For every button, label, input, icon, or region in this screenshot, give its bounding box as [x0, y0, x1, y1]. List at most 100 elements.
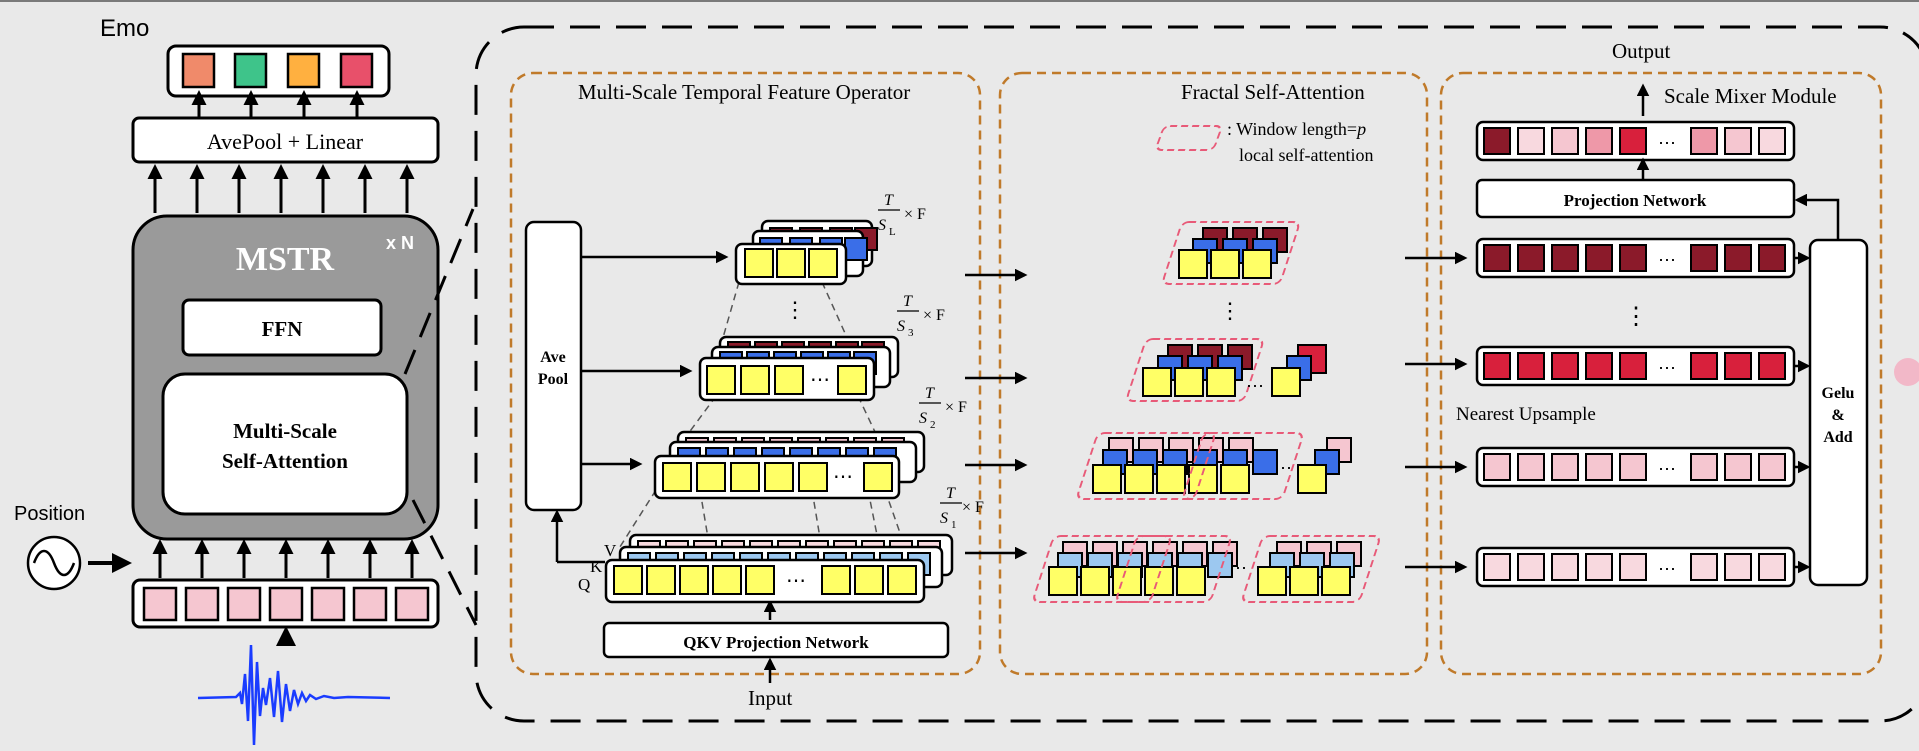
token-yellow [646, 565, 676, 595]
emo-class-1 [181, 52, 216, 89]
nearest-upsample-label: Nearest Upsample [1456, 404, 1596, 425]
mstfo-panel [509, 71, 982, 676]
token [1690, 553, 1718, 581]
token-blue [1252, 449, 1278, 475]
svg-text:S: S [897, 318, 905, 335]
token-yellow [821, 565, 851, 595]
token-yellow [774, 365, 804, 395]
input-token [394, 586, 430, 622]
svg-text:T: T [903, 293, 913, 310]
token [1724, 244, 1752, 272]
token [1483, 127, 1511, 155]
ellipsis-dots: ⋯ [1229, 558, 1247, 578]
token [1724, 453, 1752, 481]
svg-text:S: S [878, 217, 886, 234]
svg-text:1: 1 [951, 519, 957, 531]
smm-panel [1439, 71, 1883, 676]
token-yellow [837, 365, 867, 395]
input-to-mstr-arrows [152, 539, 420, 578]
token [1619, 127, 1647, 155]
token-yellow [1080, 566, 1110, 596]
token [1690, 352, 1718, 380]
window-legend-line2: local self-attention [1239, 145, 1373, 165]
ellipsis-dots: ⋯ [1246, 376, 1264, 396]
token-yellow [1156, 464, 1186, 494]
scale-label-2: T S 2 × F [919, 385, 967, 431]
token [1483, 244, 1511, 272]
projection-network-box [1475, 178, 1796, 219]
ffn-label: FFN [262, 317, 303, 341]
token [1585, 453, 1613, 481]
ave-pool-label-line2: Pool [538, 371, 569, 388]
token-yellow [1112, 566, 1142, 596]
token-yellow [1297, 464, 1327, 494]
audio-waveform-icon [197, 644, 391, 746]
fsa-panel [998, 71, 1429, 676]
token-yellow [1271, 367, 1301, 397]
ellipsis-dots: ⋯ [1274, 458, 1292, 478]
token [1517, 453, 1545, 481]
smm-token-rows: ⋯⋯⋯⋯⋯ [1475, 120, 1796, 588]
svg-text:T: T [884, 192, 894, 209]
token [1690, 244, 1718, 272]
mstr-title: MSTR [236, 241, 335, 278]
token-blue [844, 237, 868, 261]
ellipsis-dots: ⋯ [1658, 559, 1676, 579]
scale-label-3: T S 3 × F [897, 293, 945, 339]
token [1619, 244, 1647, 272]
k-label: K [590, 557, 603, 576]
msa-label-line1: Multi-Scale [233, 419, 337, 443]
svg-text:T: T [925, 385, 935, 402]
emo-output-box [166, 44, 391, 98]
ellipsis-dots: ⋯ [1658, 250, 1676, 270]
token [1724, 553, 1752, 581]
fsa-to-smm-arrows [1405, 251, 1468, 574]
rows-to-gelu-arrows [1794, 251, 1811, 574]
mstfo-to-fsa-arrows [965, 268, 1028, 560]
svg-text:× F: × F [923, 307, 945, 324]
token-yellow [1210, 249, 1240, 279]
emo-class-3 [286, 52, 321, 89]
ave-pool-box [524, 220, 583, 512]
mstfo-vdots: ⋮ [784, 297, 806, 322]
fsa-vdots: ⋮ [1219, 298, 1241, 323]
token-yellow [764, 462, 794, 492]
token-yellow [1206, 367, 1236, 397]
token-yellow [863, 462, 893, 492]
sine-wave-icon [26, 535, 82, 591]
token-yellow [696, 462, 726, 492]
input-token [226, 586, 262, 622]
svg-text:T: T [946, 485, 956, 502]
token [1619, 453, 1647, 481]
token [1585, 352, 1613, 380]
fsa-token-stacks: ⋯ ⋯ ⋯ [1033, 221, 1380, 603]
token-yellow [613, 565, 643, 595]
token [1517, 352, 1545, 380]
token-yellow [1092, 464, 1122, 494]
token-yellow [706, 365, 736, 395]
multi-scale-self-attention-box [161, 372, 409, 516]
token-yellow [1144, 566, 1174, 596]
token-yellow [1142, 367, 1172, 397]
token-yellow [712, 565, 742, 595]
zoom-connector-bottom [411, 499, 478, 626]
smm-title: Scale Mixer Module [1664, 84, 1837, 108]
token-yellow [1242, 249, 1272, 279]
projection-network-label: Projection Network [1564, 191, 1707, 210]
token [1551, 553, 1579, 581]
ellipsis-dots: ⋯ [1658, 358, 1676, 378]
qkv-projection-box [602, 621, 950, 659]
input-token [184, 586, 220, 622]
token-yellow [854, 565, 884, 595]
token-yellow [1124, 464, 1154, 494]
token-yellow [776, 248, 806, 278]
gelu-to-proj-arrow [1794, 193, 1840, 240]
svg-text:L: L [889, 226, 896, 238]
gelu-label-line2: & [1831, 407, 1844, 424]
token-yellow [1220, 464, 1250, 494]
attention-window [1183, 432, 1303, 500]
mstfo-title: Multi-Scale Temporal Feature Operator [578, 80, 910, 104]
detail-panel [474, 25, 1919, 723]
output-label: Output [1612, 39, 1671, 63]
